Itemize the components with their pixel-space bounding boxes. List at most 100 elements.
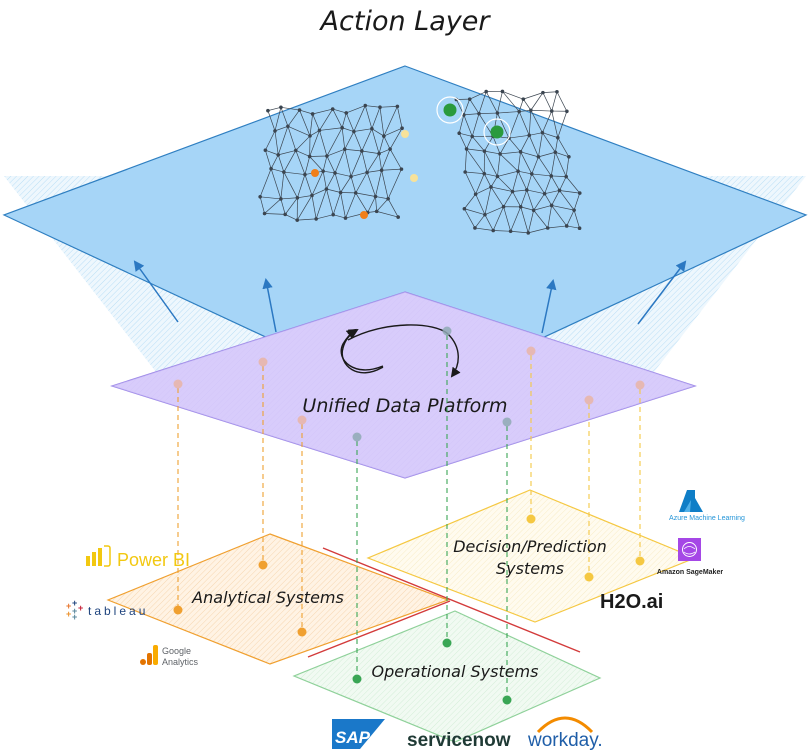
mesh-edge — [353, 105, 366, 132]
mesh-node — [464, 147, 469, 151]
mesh-node — [344, 111, 349, 115]
mesh-edge — [397, 106, 403, 129]
mesh-node — [262, 211, 267, 216]
mesh-edge — [322, 171, 327, 190]
system-anchor-dot — [584, 572, 594, 582]
mesh-edge — [533, 193, 545, 211]
mesh-edge — [475, 173, 485, 195]
system-anchor-dot — [526, 514, 536, 524]
mesh-edge — [484, 150, 498, 177]
highlight-node-orange — [311, 169, 319, 177]
mesh-edge — [478, 91, 487, 114]
decision-systems-label-line1: Decision/Prediction — [453, 537, 607, 556]
mesh-edge — [547, 205, 552, 229]
mesh-edge — [283, 171, 305, 175]
mesh-edge — [270, 168, 282, 200]
mesh-node — [572, 208, 576, 212]
mesh-edge — [304, 174, 313, 196]
mesh-edge — [381, 168, 402, 171]
servicenow-logo: servicenow — [407, 730, 511, 750]
mesh-edge — [383, 127, 403, 137]
mesh-node — [556, 135, 560, 140]
mesh-edge — [333, 214, 346, 219]
mesh-edge — [378, 148, 391, 154]
mesh-node — [498, 152, 502, 156]
mesh-node — [495, 111, 500, 115]
google-analytics-icon — [140, 645, 158, 665]
mesh-edge — [383, 135, 391, 150]
mesh-edge — [485, 91, 498, 114]
operational-systems-label: Operational Systems — [372, 662, 539, 681]
mesh-edge — [381, 148, 391, 171]
mesh-edge — [510, 230, 529, 234]
mesh-edge — [508, 134, 530, 139]
mesh-edge — [315, 188, 327, 220]
mesh-edge — [512, 189, 527, 192]
platform-anchor-dot — [173, 379, 183, 389]
mesh-edge — [371, 128, 385, 137]
mesh-edge — [484, 214, 494, 231]
azure-ml-icon — [679, 490, 703, 512]
platform-anchor-dot — [352, 432, 362, 442]
mesh-node — [297, 108, 302, 112]
google-analytics-name-line2: Analytics — [162, 657, 199, 667]
sap-name: SAP — [335, 728, 371, 747]
mesh-edge — [311, 171, 324, 196]
mesh-edge — [319, 127, 343, 131]
mesh-node — [457, 131, 462, 135]
mesh-edge — [493, 230, 511, 232]
svg-text:+: + — [72, 606, 77, 616]
mesh-node — [399, 167, 404, 171]
mesh-edge — [267, 110, 276, 131]
platform-anchor-dot — [502, 417, 512, 427]
mesh-edge — [458, 114, 465, 134]
mesh-edge — [551, 190, 560, 206]
mesh-edge — [559, 176, 567, 191]
mesh-edge — [478, 112, 498, 114]
mesh-edge — [340, 176, 352, 193]
mesh-edge — [499, 153, 519, 172]
mesh-edge — [550, 175, 560, 191]
mesh-edge — [267, 106, 282, 111]
mesh-node — [564, 174, 568, 179]
analytical-systems-plane — [106, 533, 450, 665]
highlight-node-green — [443, 103, 457, 117]
mesh-node — [567, 154, 571, 159]
mesh-edge — [550, 152, 556, 177]
mesh-edge — [371, 128, 380, 154]
mesh-edge — [345, 112, 355, 132]
mesh-edge — [284, 197, 298, 215]
platform-anchor-dot — [635, 380, 645, 390]
mesh-node — [282, 170, 286, 174]
highlight-node-yellow — [410, 174, 418, 182]
mesh-edge — [299, 109, 311, 137]
mesh-edge — [526, 189, 534, 211]
mesh-edge — [319, 130, 328, 157]
tableau-icon: + + + + + + — [66, 598, 83, 622]
mesh-edge — [469, 91, 487, 100]
mesh-node — [477, 111, 481, 116]
mesh-edge — [280, 106, 300, 111]
highlight-node-green — [490, 125, 504, 139]
network-mesh — [258, 89, 582, 235]
sagemaker-icon — [678, 538, 701, 561]
mesh-edge — [259, 196, 265, 214]
mesh-edge — [551, 205, 567, 227]
mesh-edge — [520, 135, 530, 152]
power-bi-logo: Power BI — [86, 545, 190, 570]
system-anchor-dot — [258, 560, 268, 570]
workday-name: workday. — [527, 730, 603, 750]
mesh-edge — [376, 198, 389, 212]
mesh-edge — [502, 91, 524, 100]
platform-anchor-dot — [526, 346, 536, 356]
mesh-edge — [508, 111, 520, 139]
mesh-node — [324, 187, 329, 191]
mesh-edge — [463, 99, 471, 116]
mesh-edge — [497, 111, 520, 114]
mesh-node — [489, 185, 493, 189]
mesh-edge — [512, 191, 522, 208]
mesh-node — [517, 109, 521, 114]
mesh-node — [500, 89, 505, 94]
mesh-edge — [528, 135, 539, 157]
